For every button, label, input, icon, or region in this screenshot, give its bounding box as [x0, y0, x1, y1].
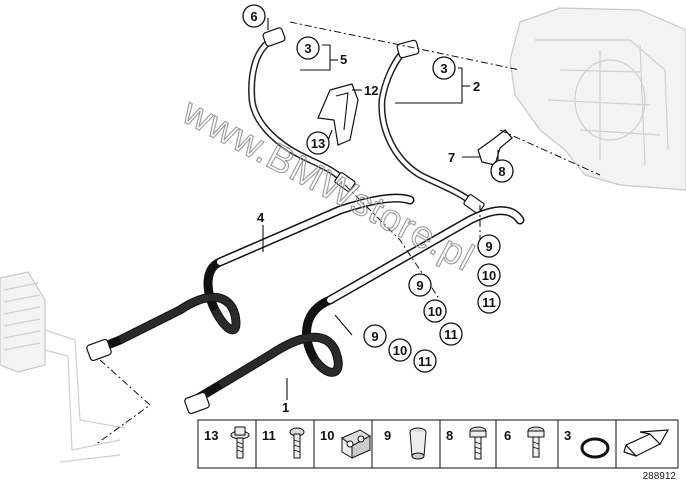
callout-2: 2: [473, 79, 480, 94]
callout-9-lower: 9: [363, 324, 387, 348]
callout-9-right: 9: [477, 234, 501, 258]
callout-10-middle: 10: [423, 299, 447, 323]
callout-11-lower: 11: [413, 349, 437, 373]
parts-legend: 13 11 10: [197, 419, 679, 469]
legend-item-13: 13: [204, 426, 250, 459]
legend-item-8: 8: [446, 426, 487, 460]
flange-bolt-icon: [230, 426, 250, 459]
svg-text:6: 6: [504, 428, 511, 443]
svg-text:5: 5: [340, 52, 347, 67]
hex-bolt-icon: [527, 426, 545, 458]
svg-text:3: 3: [304, 41, 311, 56]
legend-item-9: 9: [384, 427, 427, 460]
oil-line-4: [86, 193, 415, 362]
svg-text:10: 10: [320, 428, 334, 443]
legend-item-3: 3: [564, 428, 610, 459]
legend-item-6: 6: [504, 426, 545, 458]
svg-text:9: 9: [416, 278, 423, 293]
callout-11-right: 11: [477, 290, 501, 314]
svg-text:9: 9: [384, 428, 391, 443]
leader-lines: [262, 18, 499, 400]
svg-text:1: 1: [282, 400, 289, 415]
callout-13: 13: [306, 131, 330, 155]
legend-item-11: 11: [262, 427, 305, 459]
svg-text:7: 7: [448, 150, 455, 165]
svg-text:10: 10: [482, 268, 496, 283]
bracket-7: [477, 129, 513, 166]
nut-icon: [409, 427, 427, 460]
svg-text:8: 8: [498, 164, 505, 179]
svg-text:11: 11: [444, 327, 458, 342]
svg-text:9: 9: [485, 239, 492, 254]
svg-text:6: 6: [250, 9, 257, 24]
svg-text:11: 11: [262, 428, 276, 443]
legend-item-10: 10: [320, 428, 371, 459]
svg-text:13: 13: [311, 136, 325, 151]
svg-text:13: 13: [204, 428, 218, 443]
svg-text:12: 12: [364, 83, 378, 98]
svg-text:3: 3: [564, 428, 571, 443]
callout-10-lower: 10: [388, 338, 412, 362]
callout-1: 1: [282, 400, 289, 415]
svg-text:8: 8: [446, 428, 453, 443]
callout-3-upper-right: 3: [432, 56, 456, 80]
svg-text:4: 4: [257, 210, 265, 225]
arrow-icon: [623, 429, 670, 457]
bracket-12: [317, 83, 359, 146]
svg-text:2: 2: [473, 79, 480, 94]
oil-line-upper-left: [248, 27, 356, 192]
svg-text:10: 10: [428, 304, 442, 319]
o-ring-icon: [580, 437, 610, 459]
callout-4: 4: [257, 210, 265, 225]
hex-bolt-icon: [469, 426, 487, 460]
transmission-housing: [509, 7, 686, 191]
oil-line-upper-right: [378, 39, 485, 214]
pipe-clamp-icon: [341, 429, 371, 459]
svg-text:10: 10: [393, 343, 407, 358]
callout-11-middle: 11: [439, 322, 463, 346]
screw-icon: [289, 427, 305, 459]
callout-9-middle: 9: [408, 273, 432, 297]
oil-line-1: [184, 206, 525, 415]
callout-5: 5: [340, 52, 347, 67]
svg-text:11: 11: [418, 354, 432, 369]
callout-6: 6: [242, 4, 266, 28]
callout-3-upper-left: 3: [296, 36, 320, 60]
svg-text:3: 3: [440, 61, 447, 76]
svg-text:11: 11: [482, 295, 496, 310]
callout-7: 7: [448, 150, 455, 165]
callout-8: 8: [490, 159, 514, 183]
callout-10-right: 10: [477, 263, 501, 287]
svg-text:9: 9: [371, 329, 378, 344]
diagram-id: 288912: [643, 471, 677, 482]
oil-cooler: [0, 271, 126, 463]
callout-12: 12: [364, 83, 378, 98]
